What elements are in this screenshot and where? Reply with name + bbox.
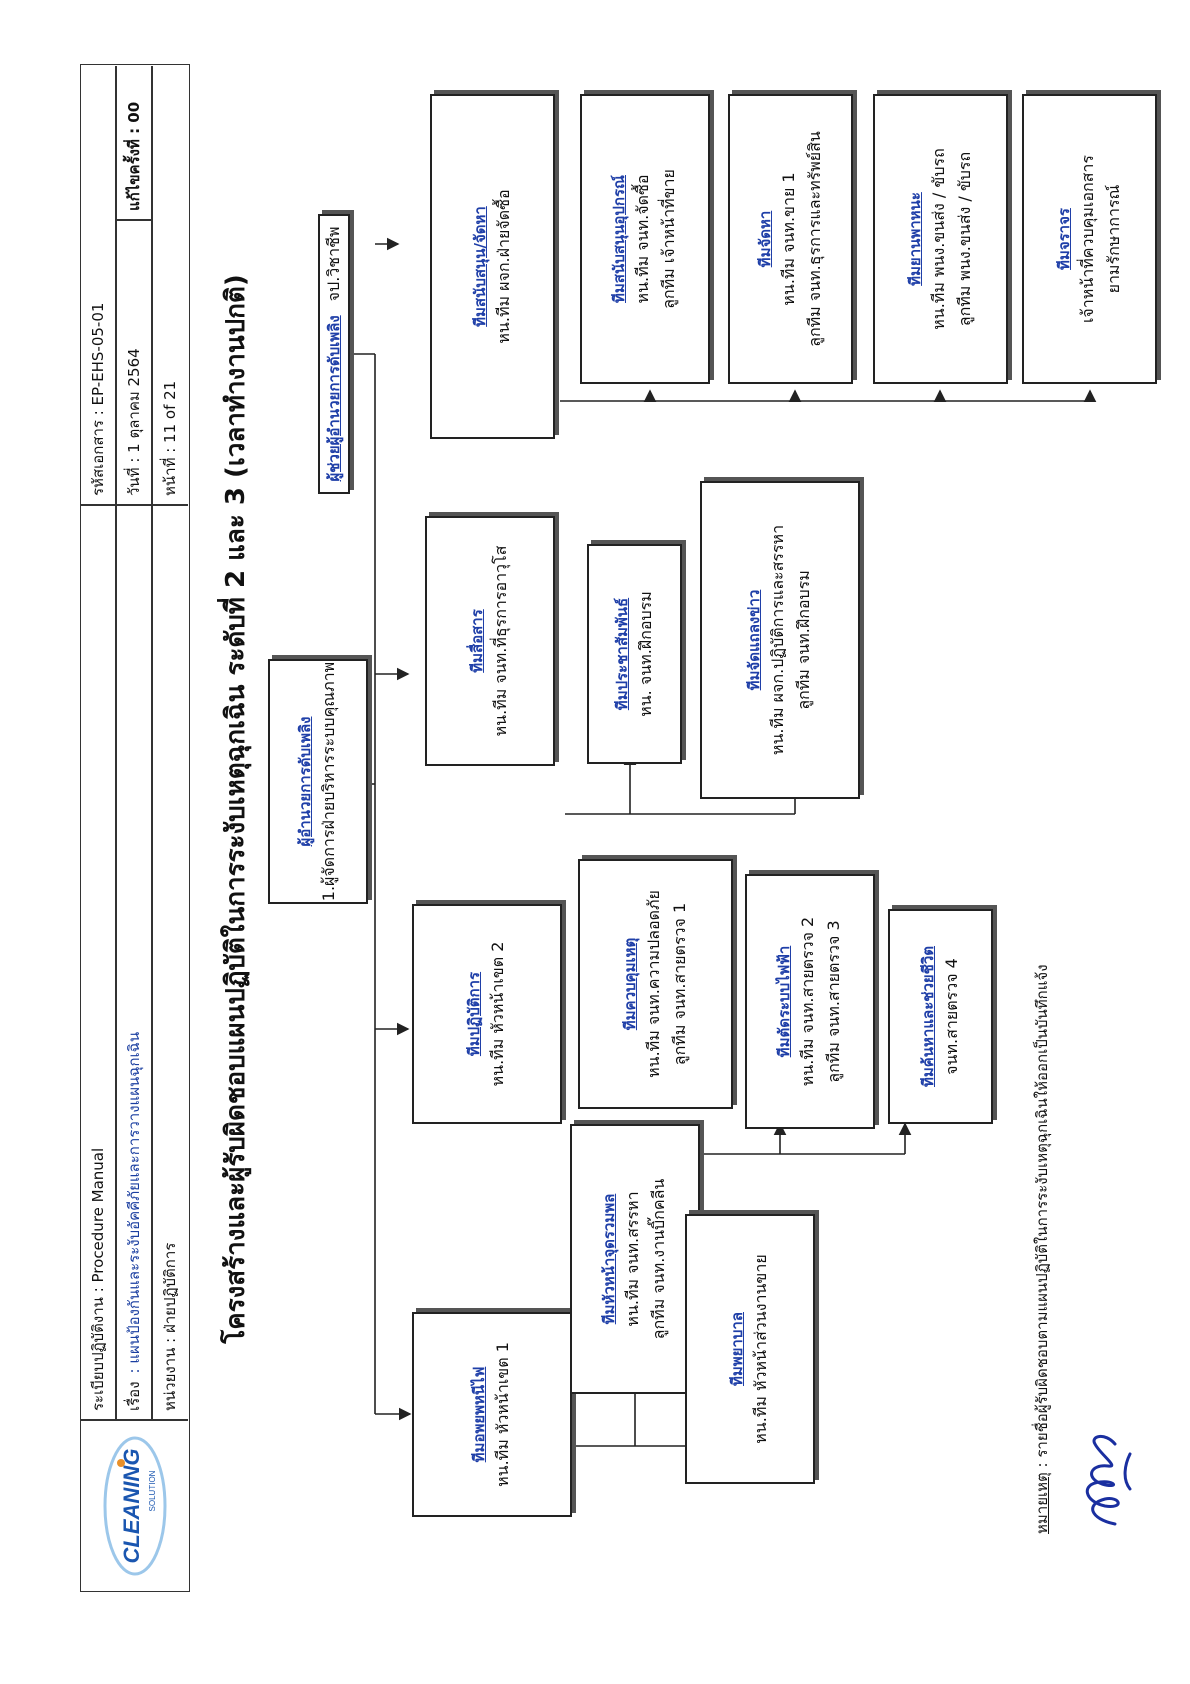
team-leader: หน.ทีม ผจก.ฝ่ายจัดซื้อ	[493, 189, 513, 344]
team-box-evacuation: ทีมอพยพหนีไฟ หน.ทีม หัวหน้าเขต 1	[412, 1312, 572, 1517]
team-title: ทีมค้นหาและช่วยชีวิต	[918, 945, 937, 1088]
team-leader: หน. จนท.ฝึกอบรม	[635, 591, 655, 717]
team-title: ทีมหัวหน้าจุดรวมพล	[600, 1193, 618, 1325]
team-box-search-rescue: ทีมค้นหาและช่วยชีวิต จนท.สายตรวจ 4	[888, 909, 993, 1124]
team-leader: หน.ทีม จนท.ขาย 1	[778, 172, 798, 306]
team-title: ทีมจัดแถลงข่าว	[745, 589, 763, 691]
document-header: CLEANING SOLUTION ระเบียบปฏิบัติงาน : Pr…	[80, 64, 190, 1592]
company-logo: CLEANING SOLUTION	[103, 1436, 166, 1576]
team-member: ยามรักษาการณ์	[1103, 184, 1123, 294]
team-leader: หน.ทีม จนท.สรรหา	[623, 1191, 642, 1327]
team-title: ทีมพยาบาล	[728, 1312, 746, 1387]
team-title: ทีมจัดหา	[755, 210, 774, 268]
team-member: ลูกทีม จนท.ฝึกอบรม	[794, 570, 813, 710]
team-leader: หน.ทีม หัวหน้าส่วนงานขาย	[751, 1254, 770, 1444]
team-box-incident-control: ทีมควบคุมเหตุ หน.ทีม จนท.ความปลอดภัย ลูก…	[578, 859, 733, 1109]
team-title: ทีมประชาสัมพันธ์	[612, 597, 631, 711]
commander-title: ผู้อำนวยการดับเพลิง	[296, 716, 314, 847]
team-box-traffic: ทีมจราจร เจ้าหน้าที่ควบคุมเอกสาร ยามรักษ…	[1022, 94, 1157, 384]
assistant-name: จป.วิชาชีพ	[324, 226, 343, 302]
team-title: ทีมปฏิบัติการ	[465, 971, 483, 1057]
team-title: ทีมสนับสนุนอุปกรณ์	[610, 175, 628, 303]
commander-name: 1.ผู้จัดการฝ่ายบริหารระบบคุณภาพ	[319, 661, 338, 902]
commander-box: ผู้อำนวยการดับเพลิง 1.ผู้จัดการฝ่ายบริหา…	[268, 659, 368, 904]
assistant-title: ผู้ช่วยผู้อำนวยการดับเพลิง	[325, 315, 343, 482]
signature	[1086, 1435, 1132, 1526]
logo-text: CLEANING	[119, 1449, 144, 1564]
team-member: ลูกทีม จนท.ธุรการและทรัพย์สิน	[804, 131, 824, 347]
team-box-operations: ทีมปฏิบัติการ หน.ทีม หัวหน้าเขต 2	[412, 904, 562, 1124]
team-member: ลูกทีม จนท.สายตรวจ 1	[669, 902, 689, 1066]
team-title: ทีมควบคุมเหตุ	[620, 937, 639, 1031]
team-leader: หน.ทีม หัวหน้าเขต 2	[488, 941, 507, 1087]
team-box-procurement: ทีมจัดหา หน.ทีม จนท.ขาย 1 ลูกทีม จนท.ธุร…	[728, 94, 853, 384]
team-member: ลูกทีม จนท.งานบิ๊กคลีน	[649, 1178, 668, 1340]
team-title: ทีมอพยพหนีไฟ	[470, 1366, 488, 1463]
team-leader: เจ้าหน้าที่ควบคุมเอกสาร	[1077, 154, 1097, 324]
team-leader: หน.ทีม จนท.จัดซื้อ	[633, 174, 652, 304]
team-member: ลูกทีม จนท.สายตรวจ 3	[824, 920, 843, 1083]
team-box-vehicles: ทีมยานพาหนะ หน.ทีม พนง.ขนส่ง / ขับรถ ลูก…	[873, 94, 1008, 384]
team-title: ทีมสื่อสาร	[468, 609, 486, 673]
assistant-box: ผู้ช่วยผู้อำนวยการดับเพลิง จป.วิชาชีพ	[318, 214, 350, 494]
team-title: ทีมสนับสนุน/จัดหา	[470, 206, 489, 327]
team-leader: จนท.สายตรวจ 4	[941, 958, 961, 1075]
team-member: ลูกทีม เจ้าหน้าที่ขาย	[659, 169, 678, 309]
team-box-public-relations: ทีมประชาสัมพันธ์ หน. จนท.ฝึกอบรม	[587, 544, 682, 764]
team-box-power-cutoff: ทีมตัดระบบไฟฟ้า หน.ทีม จนท.สายตรวจ 2 ลูก…	[745, 874, 875, 1129]
team-title: ทีมตัดระบบไฟฟ้า	[775, 945, 793, 1058]
team-leader: หน.ทีม จนท.ที่ธุรการอาวุโส	[491, 545, 510, 737]
team-box-press-conference: ทีมจัดแถลงข่าว หน.ทีม ผจก.ปฏิบัติการและส…	[700, 481, 860, 799]
logo-cell: CLEANING SOLUTION	[81, 1421, 188, 1591]
team-leader: หน.ทีม จนท.สายตรวจ 2	[798, 916, 817, 1087]
logo-subtext: SOLUTION	[148, 1470, 157, 1511]
footnote-label: หมายเหตุ	[1033, 1472, 1051, 1534]
team-leader: หน.ทีม พนง.ขนส่ง / ขับรถ	[928, 148, 948, 330]
team-member: ลูกทีม พนง.ขนส่ง / ขับรถ	[954, 151, 974, 327]
team-box-assembly: ทีมหัวหน้าจุดรวมพล หน.ทีม จนท.สรรหา ลูกท…	[570, 1124, 700, 1394]
team-leader: หน.ทีม ผจก.ปฏิบัติการและสรรหา	[768, 524, 787, 756]
team-title: ทีมยานพาหนะ	[905, 192, 924, 286]
team-box-equipment-support: ทีมสนับสนุนอุปกรณ์ หน.ทีม จนท.จัดซื้อ ลู…	[580, 94, 710, 384]
team-box-first-aid: ทีมพยาบาล หน.ทีม หัวหน้าส่วนงานขาย	[685, 1214, 815, 1484]
footnote-text: : รายชื่อผู้รับผิดชอบตามแผนปฏิบัติในการร…	[1033, 964, 1051, 1473]
team-box-communications: ทีมสื่อสาร หน.ทีม จนท.ที่ธุรการอาวุโส	[425, 516, 555, 766]
team-box-support-procurement: ทีมสนับสนุน/จัดหา หน.ทีม ผจก.ฝ่ายจัดซื้อ	[430, 94, 555, 439]
team-title: ทีมจราจร	[1054, 208, 1073, 270]
team-leader: หน.ทีม จนท.ความปลอดภัย	[643, 890, 663, 1078]
team-leader: หน.ทีม หัวหน้าเขต 1	[493, 1342, 512, 1487]
footnote: หมายเหตุ : รายชื่อผู้รับผิดชอบตามแผนปฏิบ…	[1030, 964, 1054, 1534]
